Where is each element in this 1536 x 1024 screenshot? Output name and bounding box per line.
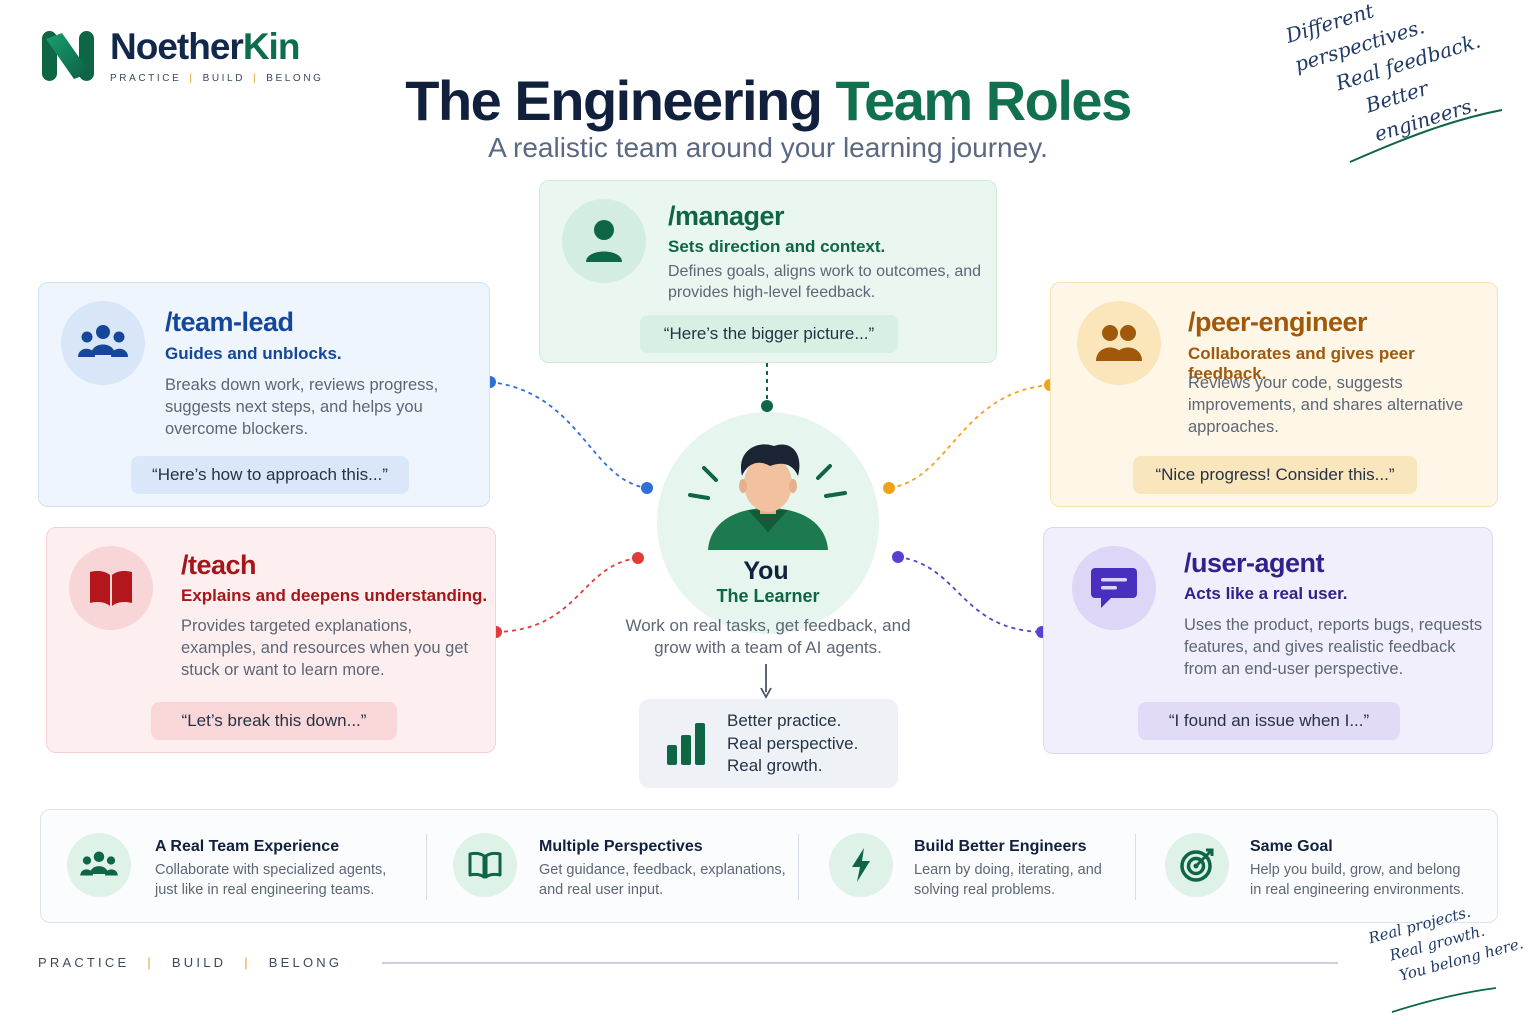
learner-name: You xyxy=(743,557,789,585)
role-subtitle: Acts like a real user. xyxy=(1184,584,1348,603)
role-title: /user-agent xyxy=(1184,548,1325,578)
growth-line: Real perspective. xyxy=(727,733,859,753)
target-icon xyxy=(1165,833,1229,897)
page-subtitle: A realistic team around your learning jo… xyxy=(488,132,1048,163)
role-description: Defines goals, aligns work to outcomes, … xyxy=(668,263,982,301)
brand-logo: NoetherKin PRACTICE| BUILD| BELONG xyxy=(40,28,324,84)
growth-line: Real growth. xyxy=(727,756,823,775)
role-subtitle: Guides and unblocks. xyxy=(165,344,342,363)
role-card-teach[interactable]: /teach Explains and deepens understandin… xyxy=(46,527,496,753)
logo-mark-icon xyxy=(42,31,94,81)
feature-title: Build Better Engineers xyxy=(914,838,1087,855)
footer-tagline: PRACTICE| BUILD| BELONG xyxy=(38,955,343,970)
learner-description: Work on real tasks, get feedback, and gr… xyxy=(625,616,911,657)
role-subtitle: Collaborates and gives peer feedback. xyxy=(1188,344,1415,383)
divider xyxy=(798,834,799,900)
role-title: /team-lead xyxy=(165,307,294,337)
features-strip: A Real Team Experience Collaborate with … xyxy=(40,809,1498,923)
brand-tagline: PRACTICE| BUILD| BELONG xyxy=(110,73,324,84)
role-description: Provides targeted explanations, examples… xyxy=(181,617,469,679)
divider xyxy=(426,834,427,900)
role-quote: “I found an issue when I...” xyxy=(1138,702,1400,740)
role-quote: “Here’s the bigger picture...” xyxy=(640,315,898,353)
role-description: Reviews your code, suggests improvements… xyxy=(1188,374,1464,436)
role-description: Breaks down work, reviews progress, sugg… xyxy=(165,376,439,438)
role-quote: “Here’s how to approach this...” xyxy=(131,456,409,494)
role-subtitle: Sets direction and context. xyxy=(668,237,886,256)
learner-role: The Learner xyxy=(716,586,820,606)
lightning-icon xyxy=(829,833,893,897)
role-card-user-agent[interactable]: /user-agent Acts like a real user. Uses … xyxy=(1043,527,1493,754)
role-quote: “Let’s break this down...” xyxy=(151,702,397,740)
two-people-icon xyxy=(1077,301,1161,385)
brand-name: NoetherKin xyxy=(110,26,300,67)
divider xyxy=(1135,834,1136,900)
group-icon xyxy=(61,301,145,385)
role-title: /manager xyxy=(668,201,785,231)
role-card-team-lead[interactable]: /team-lead Guides and unblocks. Breaks d… xyxy=(38,282,490,507)
person-icon xyxy=(562,199,646,283)
group-icon xyxy=(67,833,131,897)
growth-box: Better practice. Real perspective. Real … xyxy=(639,699,898,788)
footer-divider xyxy=(382,962,1338,964)
book-icon xyxy=(453,833,517,897)
role-title: /teach xyxy=(181,550,257,580)
bar-chart-icon xyxy=(667,723,705,765)
growth-line: Better practice. xyxy=(727,711,842,730)
feature-title: Multiple Perspectives xyxy=(539,838,703,855)
feature-title: A Real Team Experience xyxy=(155,838,340,855)
feature-title: Same Goal xyxy=(1250,838,1333,855)
role-description: Uses the product, reports bugs, requests… xyxy=(1184,616,1483,678)
role-card-peer-engineer[interactable]: /peer-engineer Collaborates and gives pe… xyxy=(1050,282,1498,507)
open-book-icon xyxy=(69,546,153,630)
page-title: The Engineering Team Roles xyxy=(405,69,1132,132)
chat-bubble-icon xyxy=(1072,546,1156,630)
connector-teach xyxy=(495,557,639,633)
role-card-manager[interactable]: /manager Sets direction and context. Def… xyxy=(539,180,997,363)
feature-description: Collaborate with specialized agents,just… xyxy=(155,862,387,898)
role-subtitle: Explains and deepens understanding. xyxy=(181,586,488,605)
feature-description: Get guidance, feedback, explanations,and… xyxy=(539,862,786,898)
connector-peer xyxy=(888,384,1051,489)
role-title: /peer-engineer xyxy=(1188,307,1368,337)
role-quote: “Nice progress! Consider this...” xyxy=(1133,456,1417,494)
